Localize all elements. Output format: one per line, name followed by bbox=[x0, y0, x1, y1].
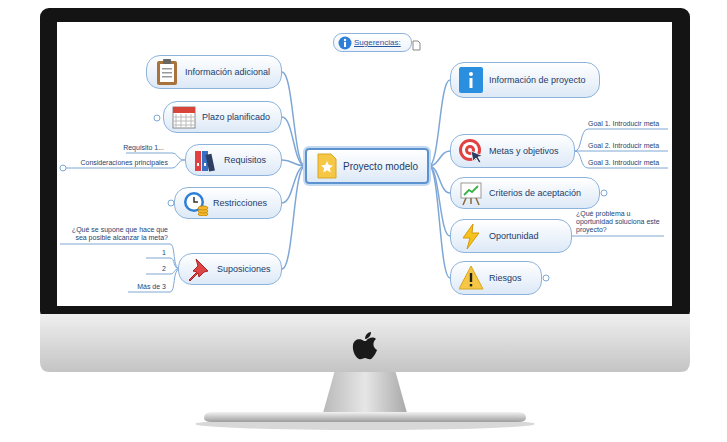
leader-line bbox=[575, 151, 668, 168]
topic-box: Información adicional bbox=[146, 55, 282, 89]
branch-connector bbox=[282, 166, 305, 269]
star-icon bbox=[315, 153, 341, 179]
collapse-badge bbox=[601, 190, 607, 196]
topic-box: Plazo planificado bbox=[163, 101, 282, 133]
topic-box: Requisitos bbox=[185, 144, 282, 176]
monitor-chin bbox=[40, 314, 690, 372]
collapse-badge bbox=[154, 115, 160, 121]
topic-box: Riesgos bbox=[450, 261, 542, 295]
warn-icon bbox=[459, 265, 485, 291]
bolt-icon bbox=[459, 223, 485, 249]
topic-note: 1 bbox=[162, 249, 166, 257]
branch-connector bbox=[282, 160, 305, 166]
topic-text: Información adicional bbox=[185, 67, 270, 77]
topic-text: Plazo planificado bbox=[202, 112, 270, 122]
leader-line bbox=[575, 129, 668, 151]
topic-text: Suposiciones bbox=[217, 264, 271, 274]
topic-note: ¿Qué se supone que hace que sea posible … bbox=[60, 226, 168, 242]
bind-icon bbox=[194, 147, 220, 173]
leader-line bbox=[572, 236, 664, 237]
leader-line bbox=[66, 160, 185, 168]
branch-connector bbox=[282, 72, 305, 166]
topic-note: Goal 1. Introducir meta bbox=[588, 120, 659, 128]
stand-base bbox=[204, 412, 526, 422]
chart-icon bbox=[459, 180, 485, 206]
topic-box: Restricciones bbox=[174, 187, 282, 219]
topic-box: Información de proyecto bbox=[450, 62, 600, 98]
topic-text: Criterios de aceptación bbox=[489, 188, 581, 198]
central-topic: Proyecto modelo bbox=[305, 148, 429, 184]
branch-connector bbox=[282, 166, 305, 203]
collapse-badge bbox=[543, 275, 549, 281]
topic-box: Sugerencias: bbox=[333, 33, 412, 52]
topic-text: Sugerencias: bbox=[354, 38, 401, 47]
target-icon bbox=[459, 138, 485, 164]
sug-icon bbox=[338, 36, 352, 50]
pin-icon bbox=[187, 256, 213, 282]
apple-leaf bbox=[365, 332, 371, 339]
topic-box: Oportunidad bbox=[450, 219, 572, 253]
leader-line bbox=[126, 153, 185, 160]
topic-note: Goal 2. Introducir meta bbox=[588, 142, 659, 150]
topic-box: Metas y objetivos bbox=[450, 134, 575, 168]
screen-bezel bbox=[40, 8, 690, 320]
topic-note: Más de 3 bbox=[137, 283, 166, 291]
topic-text: Riesgos bbox=[489, 273, 522, 283]
leader-line bbox=[575, 151, 668, 152]
topic-text: Información de proyecto bbox=[489, 75, 586, 85]
topic-box: Suposiciones bbox=[178, 253, 282, 285]
branch-connector bbox=[429, 151, 450, 166]
topic-text: Oportunidad bbox=[489, 231, 539, 241]
leader-line bbox=[60, 244, 180, 269]
stand-neck bbox=[323, 370, 407, 413]
topic-note: Consideraciones principales bbox=[80, 159, 168, 167]
screen bbox=[57, 22, 672, 306]
topic-note: 2 bbox=[162, 265, 166, 273]
clip-icon bbox=[155, 59, 181, 85]
cal-icon bbox=[172, 104, 198, 130]
branch-connector bbox=[429, 166, 450, 278]
branch-connector bbox=[429, 80, 450, 166]
topic-note: Requisito 1... bbox=[123, 144, 164, 152]
collapse-badge bbox=[60, 165, 66, 171]
topic-box: Criterios de aceptación bbox=[450, 177, 600, 209]
apple-body bbox=[353, 338, 377, 360]
topic-note: ¿Qué problema u oportunidad soluciona es… bbox=[576, 210, 668, 234]
topic-text: Proyecto modelo bbox=[343, 161, 418, 172]
leader-line bbox=[128, 269, 180, 292]
topic-note: Goal 3. Introducir meta bbox=[588, 159, 659, 167]
branch-connector bbox=[282, 117, 305, 166]
topic-text: Requisitos bbox=[224, 155, 266, 165]
clock-icon bbox=[183, 190, 209, 216]
topic-text: Restricciones bbox=[213, 198, 267, 208]
info-icon bbox=[459, 67, 485, 93]
apple-logo bbox=[353, 332, 377, 359]
note-icon bbox=[413, 41, 420, 50]
topic-text: Metas y objetivos bbox=[489, 146, 559, 156]
